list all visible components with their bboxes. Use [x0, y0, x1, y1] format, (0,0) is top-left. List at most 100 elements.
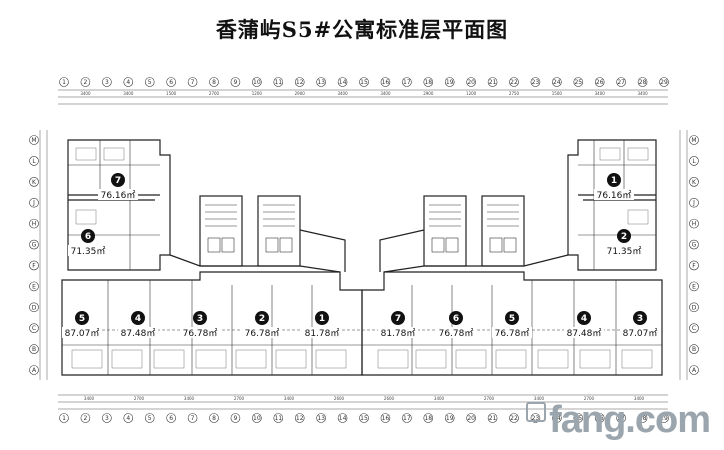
- dimension-label: 3400: [434, 396, 445, 401]
- unit-number-badge: [131, 311, 145, 325]
- unit-marker: 271.35㎡: [604, 229, 644, 257]
- axis-label: F: [692, 262, 696, 269]
- axis-label: 22: [510, 79, 518, 86]
- axis-label: 23: [532, 415, 540, 422]
- axis-label: 11: [274, 79, 282, 86]
- axis-label: 6: [169, 79, 173, 86]
- axis-label: 16: [382, 79, 390, 86]
- axis-bubble: 12: [294, 77, 305, 87]
- watermark: fang.com: [549, 399, 711, 441]
- axis-label: 3: [105, 79, 109, 86]
- axis-label: E: [32, 283, 36, 290]
- unit-marker: 6 76.78㎡: [436, 311, 476, 339]
- axis-label: A: [692, 367, 697, 374]
- axis-bubble: 27: [616, 77, 626, 87]
- axis-label: 25: [574, 415, 582, 422]
- axis-bubble: 19: [444, 413, 455, 423]
- axis-bubble: E: [29, 281, 39, 292]
- axis-label: J: [32, 200, 35, 207]
- unit-area-bg: [68, 245, 108, 256]
- axis-label: 3: [105, 415, 109, 422]
- axis-label: H: [32, 221, 37, 228]
- unit-number-badge: [315, 311, 329, 325]
- axis-bubble: 5: [144, 77, 155, 87]
- axis-bubble: 7: [187, 413, 198, 423]
- unit-number-badge: [607, 173, 621, 187]
- unit-number-badge: [617, 229, 631, 243]
- unit-area: 81.78㎡: [381, 328, 416, 339]
- axis-label: K: [692, 179, 697, 186]
- axis-bubble: 15: [359, 413, 369, 423]
- unit-number: 6: [453, 314, 459, 324]
- axis-bubble: 17: [402, 413, 412, 423]
- axis-bubble: 21: [487, 77, 498, 87]
- axis-label: 25: [574, 79, 582, 86]
- axis-bubble: 14: [337, 413, 348, 423]
- axis-bubble: 11: [273, 77, 284, 87]
- axis-bubble: 3: [102, 77, 112, 87]
- dimension-label: 3400: [634, 396, 645, 401]
- axis-label: M: [31, 137, 36, 144]
- axis-label: 5: [148, 415, 152, 422]
- unit-area: 76.78㎡: [183, 328, 218, 339]
- unit-area-bg: [302, 327, 342, 338]
- axis-bubble: 24: [552, 77, 562, 87]
- unit-number: 4: [581, 314, 587, 324]
- unit-number-badge: [193, 311, 207, 325]
- axis-bubble: 16: [380, 413, 391, 423]
- axis-bubble: M: [689, 135, 699, 145]
- unit-area-bg: [492, 327, 532, 338]
- axis-label: 20: [467, 415, 475, 422]
- axis-bubble: 26: [594, 413, 605, 423]
- axis-bubble: G: [29, 239, 39, 250]
- axis-label: 28: [639, 79, 647, 86]
- unit-marker: 487.48㎡: [118, 311, 158, 339]
- axis-bubble: 8: [209, 413, 219, 423]
- unit-number-badge: [449, 311, 463, 325]
- axis-bubble: 27: [616, 413, 626, 423]
- axis-bubble: 23: [530, 77, 541, 87]
- dimension-label: 3400: [380, 91, 391, 96]
- unit-number: 5: [79, 314, 85, 324]
- page-title: 香蒲屿S5#公寓标准层平面图: [215, 17, 509, 42]
- axis-bubble: 18: [423, 77, 434, 87]
- axis-bubble: 20: [466, 413, 476, 423]
- axis-label: 26: [596, 415, 604, 422]
- axis-bubble: H: [689, 218, 699, 229]
- axis-label: 24: [553, 79, 561, 86]
- unit-number: 7: [115, 176, 121, 186]
- unit-number: 6: [85, 232, 91, 242]
- unit-area-bg: [594, 189, 634, 200]
- axis-label: 22: [510, 415, 518, 422]
- unit-area-bg: [98, 189, 138, 200]
- axis-bubble: 19: [444, 77, 455, 87]
- axis-bubble: 13: [316, 77, 326, 87]
- axis-label: 1: [62, 79, 66, 86]
- unit-marker: 671.35㎡: [68, 229, 108, 257]
- axis-label: M: [691, 137, 696, 144]
- unit-area: 76.78㎡: [439, 328, 474, 339]
- axis-label: K: [32, 179, 37, 186]
- axis-label: 14: [339, 79, 347, 86]
- unit-marker: 576.78㎡: [492, 311, 532, 339]
- axis-bubble: 8: [209, 77, 219, 87]
- axis-label: D: [32, 304, 37, 311]
- unit-number: 1: [611, 176, 617, 186]
- axis-label: 17: [403, 79, 411, 86]
- dimension-label: 2700: [234, 396, 245, 401]
- axis-bubble: F: [689, 260, 699, 271]
- axis-bubble: 11: [273, 413, 284, 423]
- axis-label: G: [32, 242, 37, 249]
- axis-bubble: 3: [102, 413, 112, 423]
- unit-marker: 487.48㎡: [564, 311, 604, 339]
- axis-label: 23: [532, 79, 540, 86]
- axis-label: 9: [234, 79, 238, 86]
- axis-bubble: 10: [252, 413, 262, 423]
- axis-bubble: 25: [573, 413, 584, 423]
- unit-marker: 387.07㎡: [620, 311, 660, 339]
- axis-bubble: 9: [230, 413, 241, 423]
- unit-marker: 276.78㎡: [242, 311, 282, 339]
- axis-label: 15: [360, 79, 368, 86]
- axis-bubble: 12: [294, 413, 305, 423]
- axis-bubble: 29: [659, 77, 669, 87]
